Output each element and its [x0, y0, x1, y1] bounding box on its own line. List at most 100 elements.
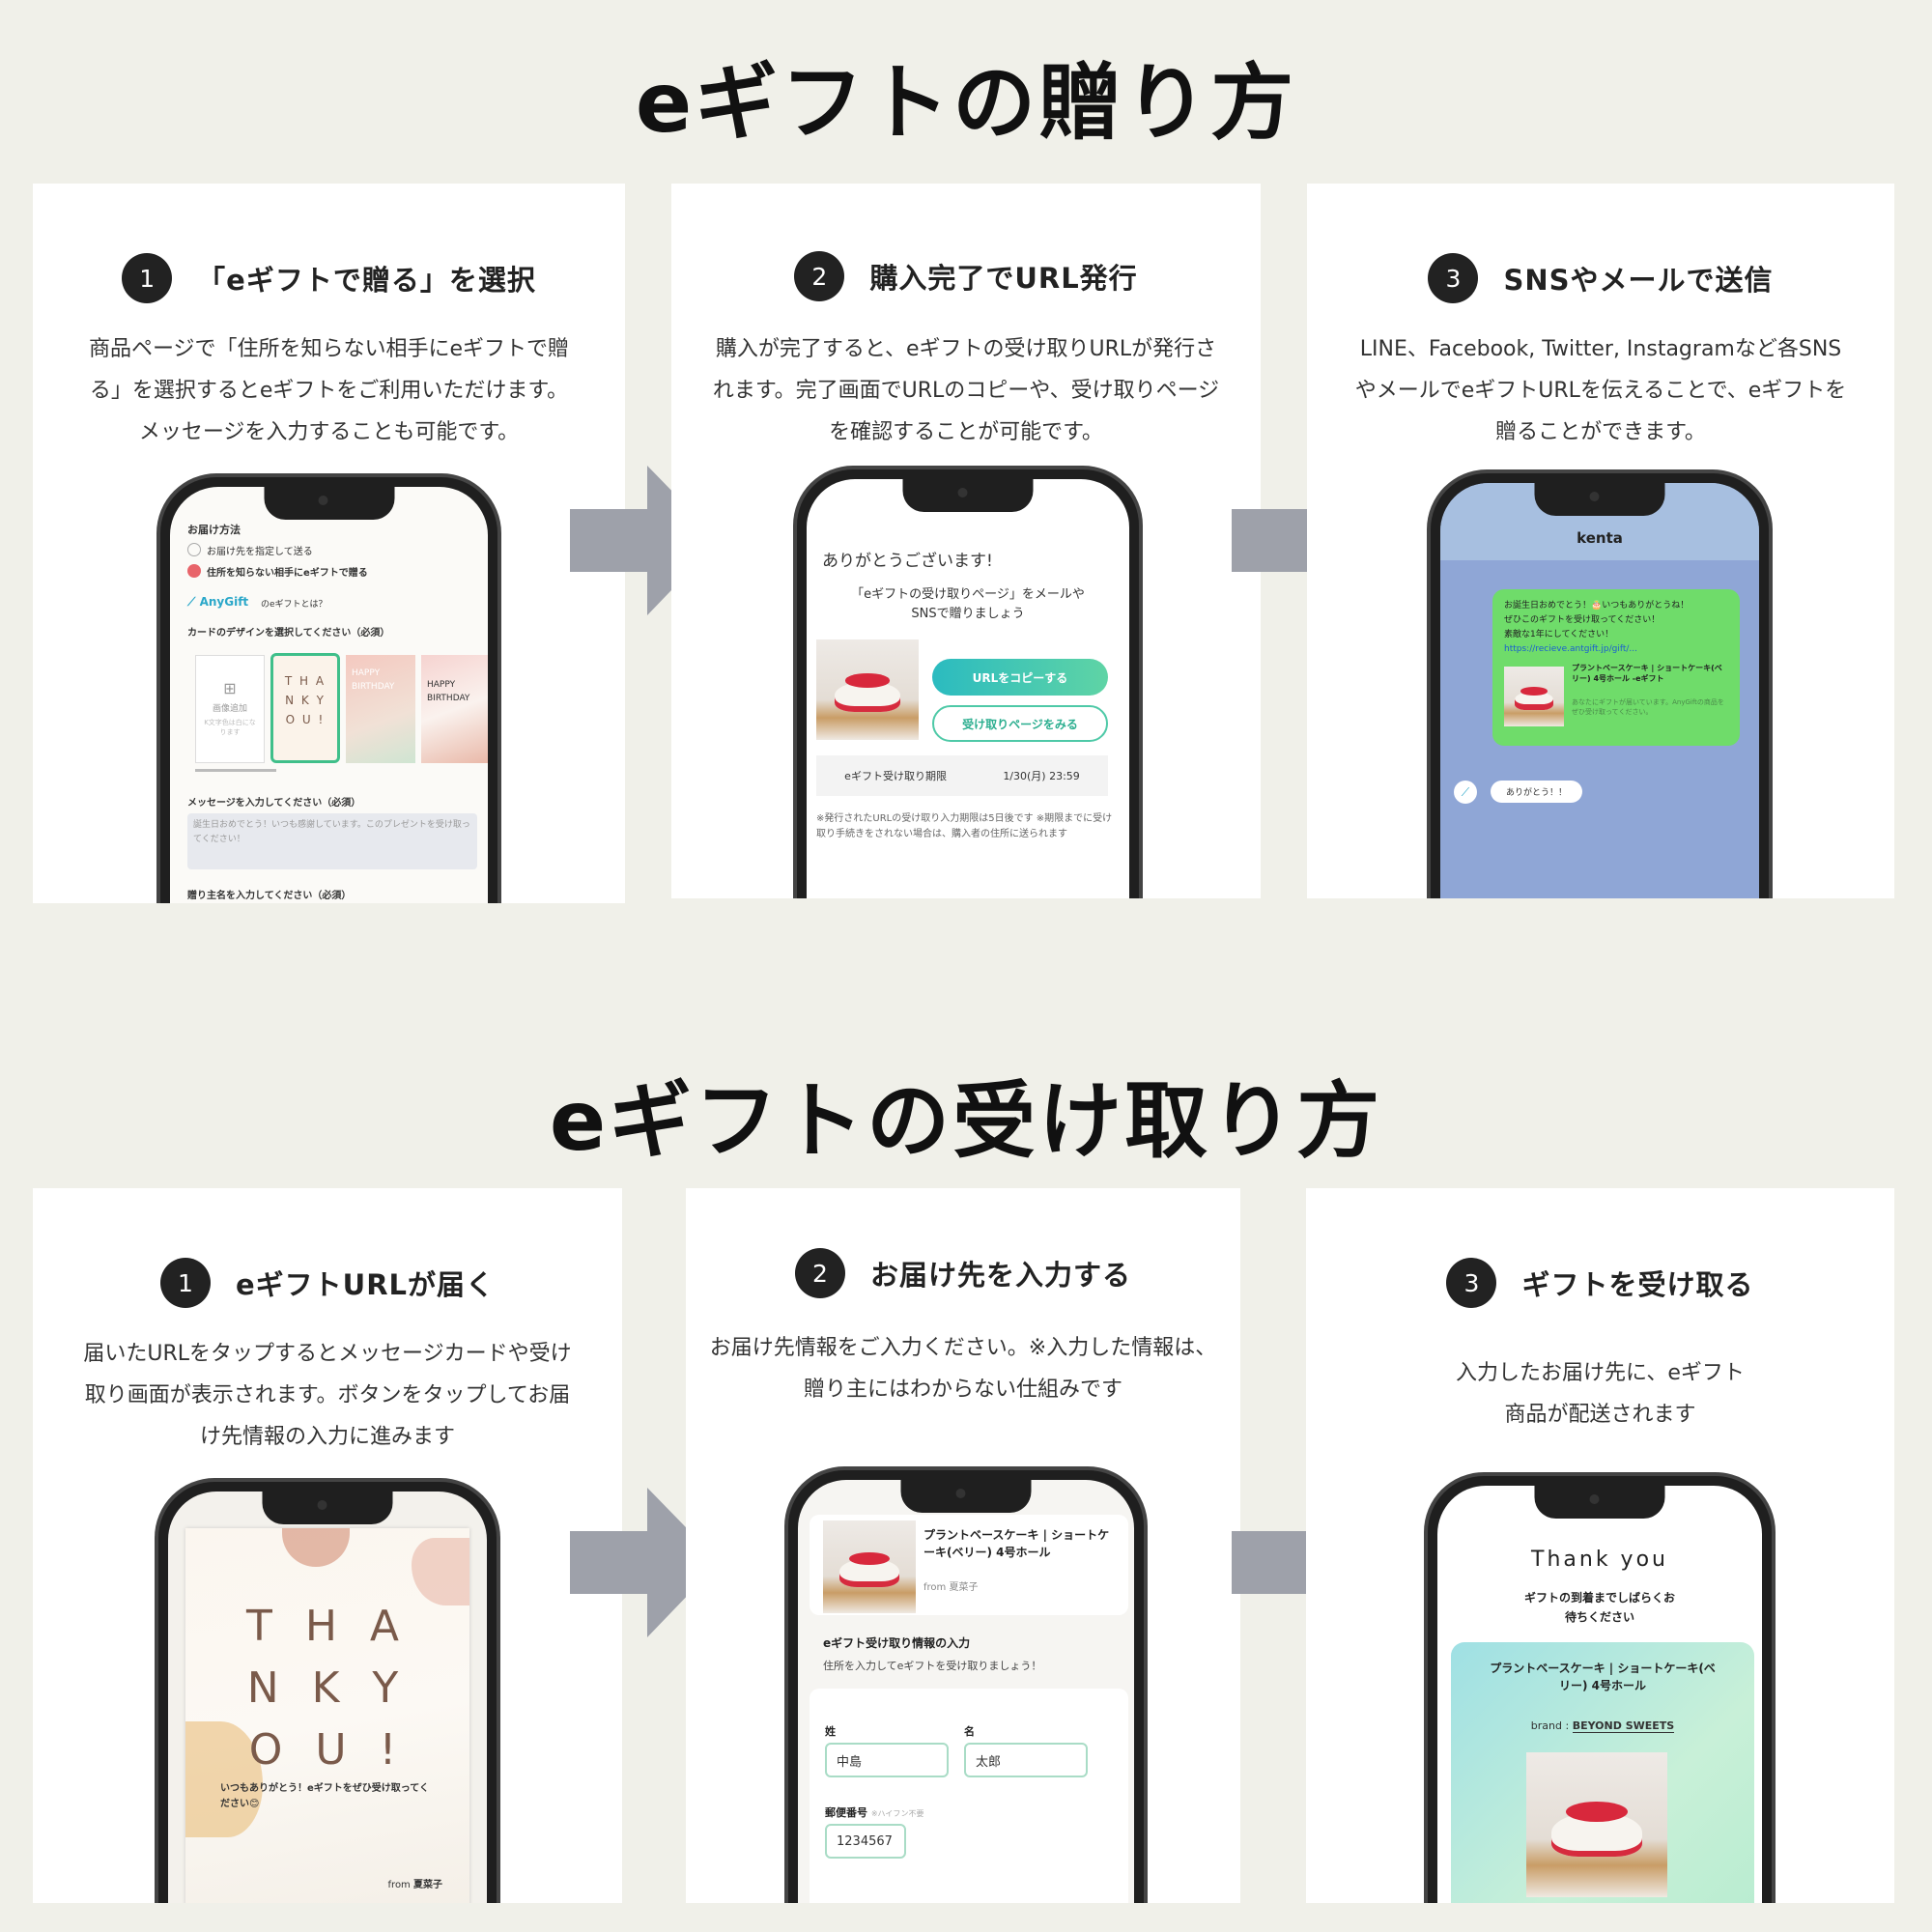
card-design-birthday-1[interactable]: HAPPY BIRTHDAY	[346, 655, 415, 763]
sender-name: 夏菜子	[949, 1582, 979, 1593]
send-step-2-card: 2 購入完了でURL発行 購入が完了すると、eギフトの受け取りURLが発行されま…	[671, 184, 1261, 898]
deadline-row: eギフト受け取り期限 1/30(月) 23:59	[816, 755, 1108, 796]
product-sender: from 夏菜子	[923, 1578, 978, 1593]
card-signature: from 夏菜子	[388, 1876, 442, 1890]
view-receive-page-button[interactable]: 受け取りページをみる	[932, 705, 1108, 742]
address-form: 姓 名 中島 太郎 郵便番号 ※ハイフン不要 1234567	[810, 1689, 1128, 1903]
step-description: 購入が完了すると、eギフトの受け取りURLが発行されます。完了画面でURLのコピ…	[712, 337, 1220, 444]
send-step-3-card: 3 SNSやメールで送信 LINE、Facebook, Twitter, Ins…	[1307, 184, 1894, 898]
brand-label: brand :	[1530, 1719, 1570, 1732]
product-name: プラントベースケーキ | ショートケーキ(ベリー) 4号ホール	[1490, 1662, 1716, 1692]
step-title: eギフトURLが届く	[235, 1268, 496, 1301]
thanks-text: ありがとうございます!	[822, 552, 993, 571]
zip-label: 郵便番号 ※ハイフン不要	[825, 1804, 924, 1820]
zip-input[interactable]: 1234567	[825, 1824, 906, 1859]
thank-you-heading: Thank you	[1531, 1548, 1668, 1572]
link-preview[interactable]: プラントベースケーキ | ショートケーキ(ベリー) 4号ホール -eギフト あな…	[1504, 663, 1728, 732]
step-description: 届いたURLをタップするとメッセージカードや受け取り画面が表示されます。ボタンを…	[83, 1342, 572, 1449]
deadline-note: ※発行されたURLの受け取り入力期限は5日後です ※期限までに受け取り手続きをさ…	[816, 813, 1113, 839]
first-name-input[interactable]: 太郎	[964, 1743, 1088, 1777]
radio-option-2[interactable]	[187, 564, 201, 578]
sender-avatar: ⟋	[1454, 781, 1477, 804]
deadline-label: eギフト受け取り期限	[844, 770, 947, 782]
thank-you-lettering: T H A N K Y O U !	[245, 1602, 410, 1775]
receive-section-title: eギフトの受け取り方	[549, 1073, 1383, 1170]
phone-mockup: Thank you ギフトの到着までしばらくお待ちください プラントベースケーキ…	[1424, 1472, 1776, 1903]
anygift-logo: ⟋ AnyGift	[187, 595, 248, 610]
step-title: SNSやメールで送信	[1503, 264, 1774, 297]
product-image	[1526, 1752, 1667, 1897]
phone-notch	[264, 487, 394, 520]
step-description: お届け先情報をご入力ください。※入力した情報は、贈り主にはわからない仕組みです	[709, 1336, 1217, 1402]
carousel-indicator	[195, 769, 276, 772]
form-section-subtitle: 住所を入力してeギフトを受け取りましょう！	[823, 1660, 1042, 1672]
phone-screen: kenta お誕生日おめでとう！🎂いつもありがとうね！ ぜひこのギフトを受け取っ…	[1440, 483, 1759, 898]
step-title: ギフトを受け取る	[1521, 1268, 1754, 1301]
sent-message-bubble: お誕生日おめでとう！🎂いつもありがとうね！ ぜひこのギフトを受け取ってください！…	[1492, 589, 1740, 746]
reply-bubble: ありがとう！！	[1491, 781, 1583, 803]
contact-name: kenta	[1577, 529, 1623, 547]
decor-shape	[282, 1528, 350, 1567]
card-design-thank-you[interactable]: T H A N K Y O U !	[270, 653, 340, 763]
step-description: 入力したお届け先に、eギフト商品が配送されます	[1456, 1361, 1745, 1427]
share-instruction: 「eギフトの受け取りページ」をメールやSNSで贈りましょう	[851, 587, 1085, 621]
product-image	[816, 639, 919, 740]
step-header: 3 ギフトを受け取る	[1306, 1258, 1894, 1308]
step-header: 2 購入完了でURL発行	[671, 251, 1261, 301]
zip-label-text: 郵便番号	[825, 1806, 867, 1819]
brand-name: AnyGift	[199, 595, 249, 609]
receive-step-1-card: 1 eギフトURLが届く 届いたURLをタップするとメッセージカードや受け取り画…	[33, 1188, 622, 1903]
brand-name: BEYOND SWEETS	[1572, 1719, 1675, 1733]
radio-option-1[interactable]	[187, 543, 201, 556]
phone-mockup: プラントベースケーキ | ショートケーキ(ベリー) 4号ホール from 夏菜子…	[784, 1466, 1148, 1903]
product-thumb	[1504, 667, 1564, 726]
phone-notch	[1534, 1486, 1665, 1519]
receive-step-3-card: 3 ギフトを受け取る 入力したお届け先に、eギフト商品が配送されます Thank…	[1306, 1188, 1894, 1903]
phone-mockup: お届け方法 お届け先を指定して送る 住所を知らない相手にeギフトで贈る ⟋ An…	[156, 473, 501, 903]
step-number: 3	[1428, 253, 1479, 303]
card-design-birthday-2[interactable]: HAPPY BIRTHDAY	[421, 655, 488, 763]
step-title: 購入完了でURL発行	[869, 262, 1138, 295]
phone-mockup: ありがとうございます! 「eギフトの受け取りページ」をメールやSNSで贈りましょ…	[793, 466, 1143, 898]
brand-line: brand : BEYOND SWEETS	[1451, 1719, 1754, 1733]
product-card: プラントベースケーキ | ショートケーキ(ベリー) 4号ホール from 夏菜子	[810, 1515, 1128, 1615]
message-line: 素敵な1年にしてください！	[1504, 630, 1614, 639]
phone-notch	[900, 1480, 1032, 1513]
step-number: 3	[1446, 1258, 1497, 1308]
add-image-note: K文字色は白になります	[204, 719, 256, 736]
phone-screen: プラントベースケーキ | ショートケーキ(ベリー) 4号ホール from 夏菜子…	[798, 1480, 1134, 1903]
last-name-label: 姓	[825, 1725, 836, 1738]
from-label: from	[923, 1582, 947, 1593]
card-design-label: カードのデザインを選択してください（必須）	[187, 628, 390, 639]
message-label: メッセージを入力してください（必須）	[187, 798, 361, 809]
brand-question[interactable]: のeギフトとは？	[261, 600, 327, 610]
step-title: お届け先を入力する	[869, 1259, 1131, 1292]
zip-note: ※ハイフン不要	[870, 1809, 924, 1818]
card-message: いつもありがとう！eギフトをぜひ受け取ってください😊	[220, 1783, 429, 1809]
phone-screen: T H A N K Y O U ! いつもありがとう！eギフトをぜひ受け取ってく…	[168, 1492, 487, 1903]
step-title: 「eギフトで贈る」を選択	[197, 264, 536, 297]
copy-url-button[interactable]: URLをコピーする	[932, 659, 1108, 696]
step-header: 3 SNSやメールで送信	[1307, 253, 1894, 303]
phone-notch	[902, 479, 1034, 512]
receive-step-2-card: 2 お届け先を入力する お届け先情報をご入力ください。※入力した情報は、贈り主に…	[686, 1188, 1240, 1903]
product-name: プラントベースケーキ | ショートケーキ(ベリー) 4号ホール	[923, 1528, 1110, 1559]
from-label: from	[387, 1880, 411, 1890]
phone-notch	[262, 1492, 393, 1524]
preview-title: プラントベースケーキ | ショートケーキ(ベリー) 4号ホール -eギフト	[1572, 664, 1722, 683]
message-line: お誕生日おめでとう！🎂いつもありがとうね！	[1504, 601, 1690, 611]
delivery-heading: お届け方法	[187, 524, 241, 536]
message-textarea[interactable]: 誕生日おめでとう！いつも感謝しています。このプレゼントを受け取ってください！	[187, 813, 477, 869]
gift-product-card: プラントベースケーキ | ショートケーキ(ベリー) 4号ホール brand : …	[1451, 1642, 1754, 1903]
step-description: 商品ページで「住所を知らない相手にeギフトで贈る」を選択するとeギフトをご利用い…	[88, 337, 570, 444]
message-line: ぜひこのギフトを受け取ってください！	[1504, 615, 1661, 625]
send-section-title: eギフトの贈り方	[635, 55, 1297, 152]
step-number: 1	[159, 1258, 211, 1308]
form-section-title: eギフト受け取り情報の入力	[823, 1636, 971, 1650]
phone-screen: ありがとうございます! 「eギフトの受け取りページ」をメールやSNSで贈りましょ…	[807, 479, 1129, 898]
message-card: T H A N K Y O U ! いつもありがとう！eギフトをぜひ受け取ってく…	[185, 1528, 469, 1903]
sender-name-label: 贈り主名を入力してください（必須）	[187, 891, 352, 901]
last-name-input[interactable]: 中島	[825, 1743, 949, 1777]
add-image-card[interactable]: ⊞ 画像追加 K文字色は白になります	[195, 655, 265, 763]
gift-link[interactable]: https://recieve.antgift.jp/gift/...	[1504, 644, 1637, 654]
